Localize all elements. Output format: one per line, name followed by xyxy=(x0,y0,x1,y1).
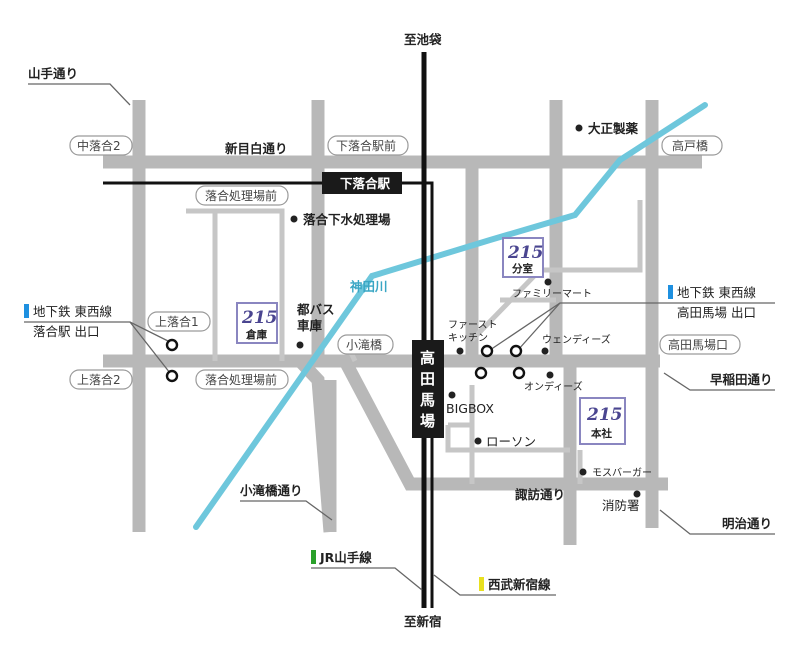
landmark-wendys: ウェンディーズ xyxy=(542,333,611,346)
road-thin-south xyxy=(445,425,570,453)
seibu-marker xyxy=(479,577,484,591)
landmark-taisho: 大正製薬 xyxy=(588,121,639,136)
landmark-dot-lawson xyxy=(474,437,482,445)
kanda-river xyxy=(193,102,708,530)
leader-waseda xyxy=(663,372,775,391)
svg-text:中落合2: 中落合2 xyxy=(77,138,121,153)
landmark-fire-station: 消防署 xyxy=(602,498,640,513)
road-label-kotakibashi: 小滝橋通り xyxy=(239,483,303,498)
leader-seibu xyxy=(433,574,556,596)
landmark-dot-gesui xyxy=(290,215,298,223)
landmark-family-mart: ファミリーマート xyxy=(512,289,592,300)
subway-right-marker xyxy=(668,285,673,299)
seibu-shinjuku-label: 西武新宿線 xyxy=(488,577,551,592)
road-thin-family xyxy=(470,200,643,342)
subway-exit-ring-left-1 xyxy=(165,338,179,352)
svg-text:高田馬場口: 高田馬場口 xyxy=(668,337,728,352)
leader-subway-right-2 xyxy=(517,302,561,351)
road-label-suwa: 諏訪通り xyxy=(515,487,565,502)
intersection-ochiai-shorijo-top: 落合処理場前 xyxy=(195,185,289,206)
landmark-dot-bigbox xyxy=(448,391,456,399)
subway-exit-ring-right-4 xyxy=(512,366,526,380)
office-honsha: 215 本社 xyxy=(579,397,626,445)
road-label-meiji: 明治通り xyxy=(722,516,772,531)
subway-exit-ring-right-1 xyxy=(480,344,494,358)
landmark-first-kitchen-2: キッチン xyxy=(448,332,488,344)
landmark-bigbox: BIGBOX xyxy=(446,401,494,416)
landmark-toei-bus-1: 都バス xyxy=(296,302,335,317)
landmark-toei-bus-2: 車庫 xyxy=(297,318,323,333)
station-takadanobaba-char-2: 田 xyxy=(420,370,435,388)
landmark-dot-toei-bus xyxy=(296,341,304,349)
direction-ikebukuro: 至池袋 xyxy=(404,32,442,47)
office-label-honsha: 本社 xyxy=(591,427,612,440)
logo-number-bunshitsu: 215 xyxy=(507,243,544,263)
landmark-dot-wendys xyxy=(541,347,549,355)
subway-exit-ring-right-2 xyxy=(509,344,523,358)
subway-right-exit: 高田馬場 出口 xyxy=(677,305,756,320)
landmark-ondys: オンディーズ xyxy=(524,380,583,393)
station-shimo-ochiai: 下落合駅 xyxy=(340,176,391,191)
leader-jr xyxy=(311,567,423,591)
svg-text:落合処理場前: 落合処理場前 xyxy=(205,188,277,203)
landmark-dot-ondys xyxy=(546,371,554,379)
road-label-shin-mejiro: 新目白通り xyxy=(225,141,288,156)
landmark-dot-mos xyxy=(579,468,587,476)
intersection-kami-ochiai-1: 上落合1 xyxy=(147,311,211,332)
landmark-dot-taisho xyxy=(575,124,583,132)
intersection-kami-ochiai-2: 上落合2 xyxy=(69,369,133,390)
leader-subway-left-2 xyxy=(129,321,171,374)
road-network xyxy=(103,100,702,545)
svg-text:下落合駅前: 下落合駅前 xyxy=(336,138,396,153)
office-souko: 215 倉庫 xyxy=(236,302,278,344)
station-shimo-ochiai-box xyxy=(322,172,402,194)
subway-left-marker xyxy=(24,304,29,318)
svg-text:上落合1: 上落合1 xyxy=(155,314,199,329)
landmark-dot-fire-station xyxy=(633,490,641,498)
leader-kotakibashi xyxy=(240,500,333,521)
svg-text:落合処理場前: 落合処理場前 xyxy=(205,372,277,387)
leader-yamate xyxy=(28,83,131,106)
office-label-souko: 倉庫 xyxy=(245,328,267,341)
direction-shinjuku: 至新宿 xyxy=(404,614,442,629)
subway-exit-ring-right-3 xyxy=(474,366,488,380)
station-takadanobaba-char-3: 馬 xyxy=(420,391,435,409)
intersection-naka-ochiai-2: 中落合2 xyxy=(69,135,133,156)
intersection-takato-bashi: 高戸橋 xyxy=(661,135,723,156)
svg-text:上落合2: 上落合2 xyxy=(77,372,121,387)
road-label-waseda: 早稲田通り xyxy=(710,372,773,387)
logo-number-honsha: 215 xyxy=(586,405,623,425)
subway-right-line: 地下鉄 東西線 xyxy=(677,285,756,300)
railway-seibu-top xyxy=(103,181,434,200)
river-label: 神田川 xyxy=(350,279,388,294)
logo-number-souko: 215 xyxy=(241,308,278,328)
leader-meiji xyxy=(659,509,775,535)
road-thin-ochiai xyxy=(186,208,285,361)
intersection-ochiai-shorijo-bottom: 落合処理場前 xyxy=(195,369,289,390)
landmark-dot-family-mart xyxy=(544,278,552,286)
office-label-bunshitsu: 分室 xyxy=(512,262,533,275)
landmark-mos-burger: モスバーガー xyxy=(592,467,652,479)
road-label-yamate: 山手通り xyxy=(28,66,78,81)
subway-left-exit: 落合駅 出口 xyxy=(33,324,99,339)
intersection-kotakibashi: 小滝橋 xyxy=(337,334,394,355)
intersection-takadanobaba-guchi: 高田馬場口 xyxy=(659,334,741,355)
jr-marker xyxy=(311,550,316,564)
subway-left-line: 地下鉄 東西線 xyxy=(33,304,112,319)
svg-text:小滝橋: 小滝橋 xyxy=(346,338,382,352)
station-takadanobaba-char-4: 場 xyxy=(420,412,435,430)
subway-exit-ring-left-2 xyxy=(165,369,179,383)
landmark-dot-first-kitchen xyxy=(456,347,464,355)
landmark-gesui: 落合下水処理場 xyxy=(303,212,391,227)
station-takadanobaba-char-1: 高 xyxy=(420,349,435,367)
office-bunshitsu: 215 分室 xyxy=(502,237,544,278)
landmark-lawson: ローソン xyxy=(486,434,536,449)
landmark-first-kitchen-1: ファースト xyxy=(448,320,498,331)
jr-yamanote-label: JR山手線 xyxy=(319,550,372,565)
intersection-shimo-ochiai-eki-mae: 下落合駅前 xyxy=(327,135,409,156)
svg-text:高戸橋: 高戸橋 xyxy=(672,138,708,153)
station-takadanobaba-box xyxy=(412,340,444,438)
